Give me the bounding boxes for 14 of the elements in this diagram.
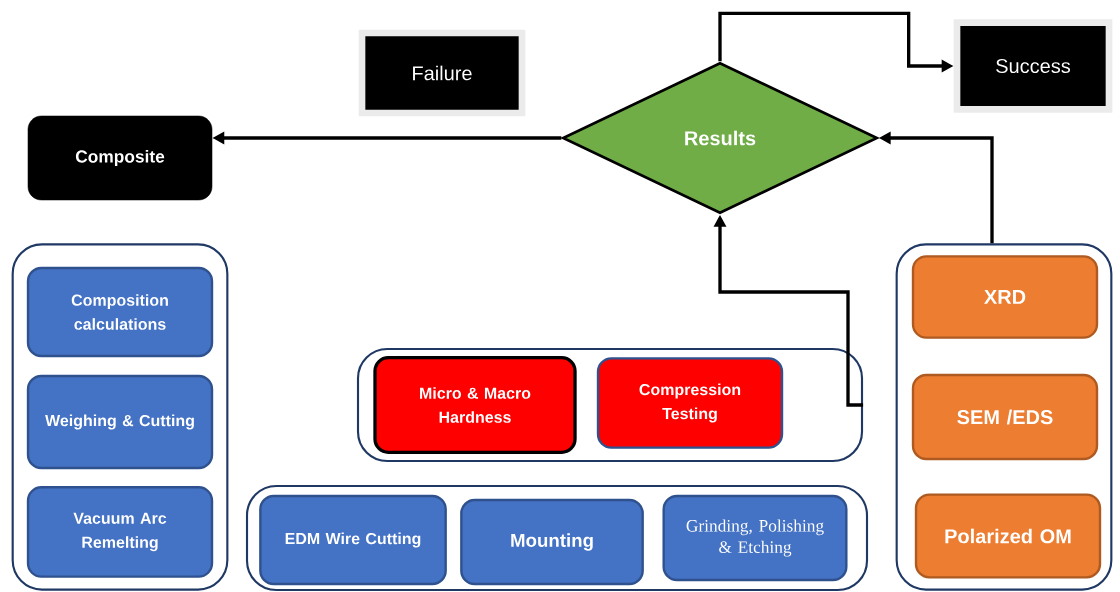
process-box: Compression Testing [596,357,784,449]
process-box: Composition calculations [26,266,214,358]
process-box: EDM Wire Cutting [259,494,447,586]
result-box: Failure [358,29,526,117]
result-box: Success [953,19,1113,113]
process-box: Mounting [460,498,644,586]
process-box: Grinding, Polishing & Etching [662,494,848,582]
process-box: Weighing & Cutting [26,374,214,470]
process-box: Polarized OM [914,493,1102,579]
process-box: Vacuum Arc Remelting [26,486,214,578]
process-box: Composite [27,115,213,201]
process-box: SEM /EDS [911,373,1099,461]
process-box: Micro & Macro Hardness [373,356,577,454]
process-box: XRD [911,255,1099,339]
